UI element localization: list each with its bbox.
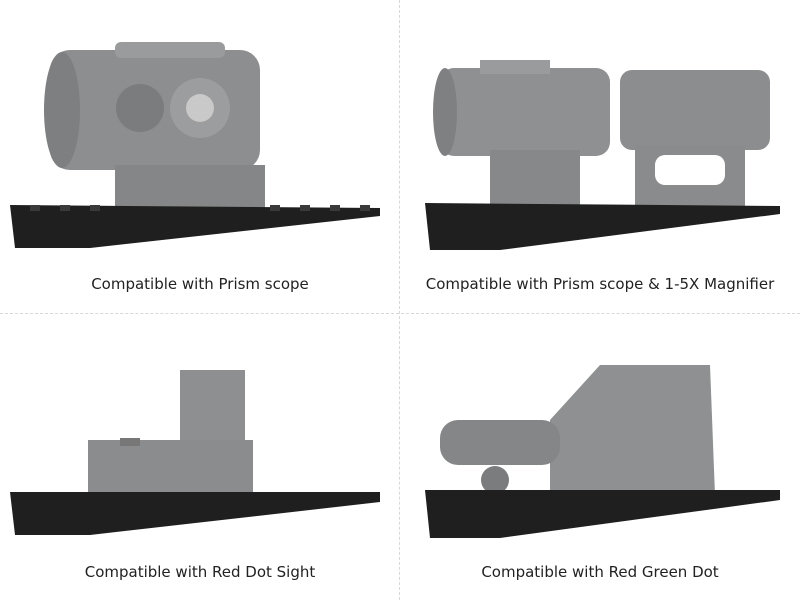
prism-and-magnifier-on-rail-image (425, 60, 780, 250)
vertical-divider (399, 0, 400, 600)
caption-red-green-dot: Compatible with Red Green Dot (481, 563, 719, 581)
red-dot-sight-on-rail-image (10, 370, 380, 535)
caption-prism-scope: Compatible with Prism scope (91, 275, 309, 293)
red-green-dot-sight-on-rail-image (425, 365, 780, 538)
caption-red-dot-sight: Compatible with Red Dot Sight (84, 563, 316, 581)
prism-scope-on-rail-image (10, 42, 380, 248)
horizontal-divider (0, 313, 800, 314)
caption-prism-and-magnifier: Compatible with Prism scope & 1-5X Magni… (425, 275, 775, 293)
